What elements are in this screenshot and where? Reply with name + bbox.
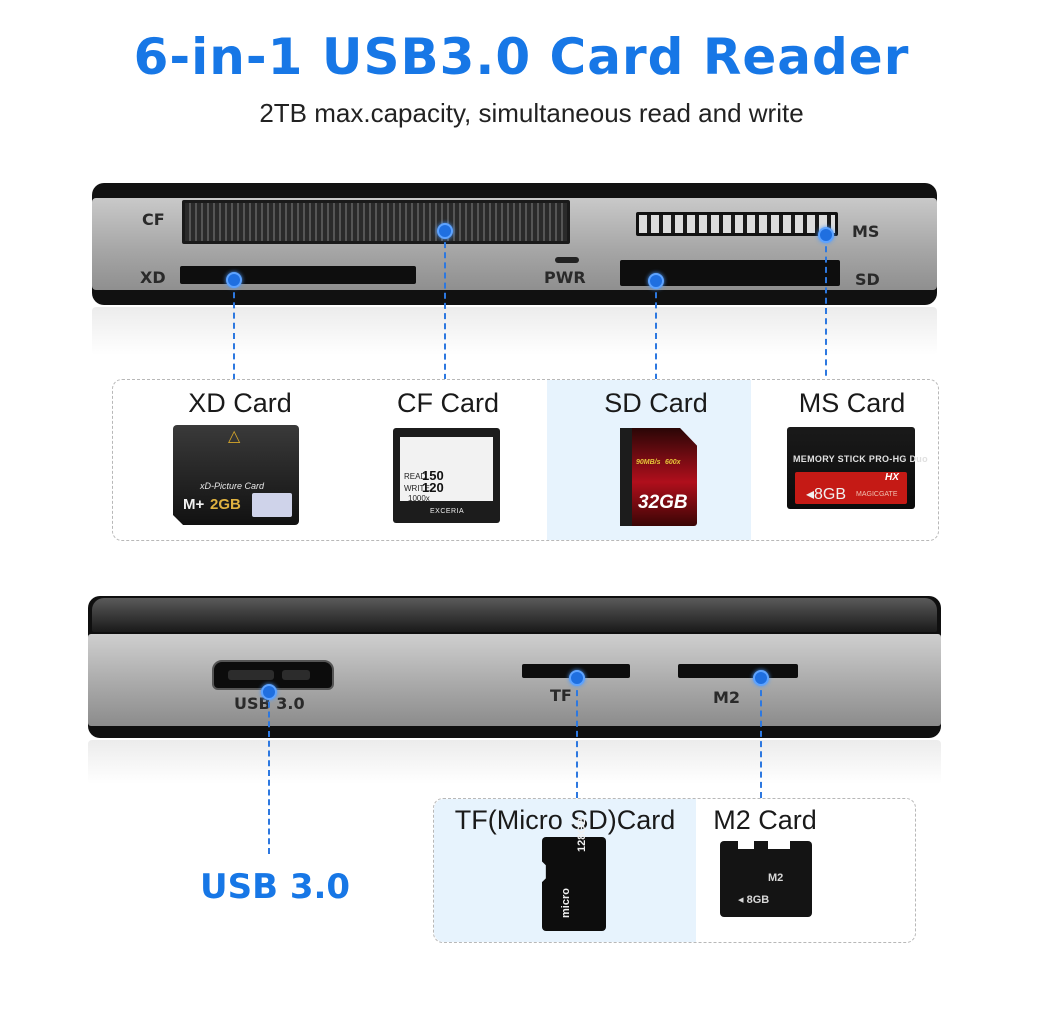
power-led bbox=[555, 257, 579, 263]
tf-callout-dot bbox=[569, 670, 585, 686]
ms-card-hx: HX bbox=[885, 472, 899, 483]
usb-callout-dot bbox=[261, 684, 277, 700]
xd-port-label: XD bbox=[140, 268, 166, 287]
xd-card-prefix: M+ bbox=[183, 496, 205, 513]
ms-port-label: MS bbox=[852, 222, 880, 241]
cf-read-tag: READ bbox=[404, 472, 427, 481]
ms-card-capacity-text: 8GB bbox=[814, 486, 847, 503]
page-subtitle: 2TB max.capacity, simultaneous read and … bbox=[259, 98, 804, 128]
cf-port-label: CF bbox=[142, 210, 165, 229]
cf-callout-dot bbox=[437, 223, 453, 239]
sd-callout-dot bbox=[648, 273, 664, 289]
sd-card-title: SD Card bbox=[604, 388, 708, 418]
sd-card-side-band bbox=[620, 428, 632, 526]
usb-callout-label: USB 3.0 bbox=[200, 867, 351, 907]
m2-card-capacity-text: 8GB bbox=[746, 894, 770, 906]
tf-card-title: TF(Micro SD)Card bbox=[454, 805, 676, 835]
ms-card-red-band bbox=[795, 472, 907, 504]
cf-card-label bbox=[400, 437, 493, 501]
usb-callout-line bbox=[268, 692, 270, 854]
device-bottom-reflection bbox=[88, 740, 941, 784]
xd-card-brand: xD-Picture Card bbox=[200, 481, 265, 491]
ms-card-capacity: ◂8GB bbox=[806, 486, 847, 503]
xd-slot bbox=[180, 266, 416, 284]
xd-callout-dot bbox=[226, 272, 242, 288]
tf-card-image bbox=[542, 837, 606, 931]
sd-port-label: SD bbox=[855, 270, 880, 289]
m2-card-label: M2 bbox=[768, 872, 784, 884]
xd-card-capacity: 2GB bbox=[210, 496, 241, 513]
m2-callout-line bbox=[760, 680, 762, 798]
usb3-port-inner-left bbox=[228, 670, 274, 680]
warning-triangle-icon: △ bbox=[228, 428, 241, 445]
xd-card-label-area bbox=[252, 493, 292, 517]
m2-card-capacity: ◂ 8GB bbox=[738, 894, 770, 906]
ms-callout-dot bbox=[818, 227, 834, 243]
m2-card-title: M2 Card bbox=[713, 805, 817, 835]
m2-card-notch-right bbox=[768, 841, 790, 849]
cf-card-title: CF Card bbox=[396, 388, 499, 418]
m2-port-label: M2 bbox=[713, 688, 741, 707]
ms-card-magicgate: MAGICGATE bbox=[856, 491, 898, 498]
tf-card-brand: micro bbox=[560, 888, 572, 918]
sd-card-image bbox=[620, 428, 697, 526]
m2-card-notch-left bbox=[738, 841, 754, 849]
device-reflection bbox=[92, 307, 937, 355]
cf-card-brand: EXCERIA bbox=[430, 508, 465, 515]
ms-card-brand: MEMORY STICK PRO-HG Duo bbox=[793, 454, 928, 464]
cf-write-tag: WRITE bbox=[404, 484, 430, 493]
pwr-port-label: PWR bbox=[544, 268, 586, 287]
sd-card-rating: 600x bbox=[665, 459, 681, 466]
ms-callout-line bbox=[825, 236, 827, 386]
tf-callout-line bbox=[576, 680, 578, 798]
xd-callout-line bbox=[233, 282, 235, 390]
page-title: 6-in-1 USB3.0 Card Reader bbox=[133, 28, 910, 86]
ms-card-title: MS Card bbox=[798, 388, 906, 418]
sd-card-capacity: 32GB bbox=[638, 492, 688, 513]
m2-slot bbox=[678, 664, 798, 678]
cf-slot bbox=[182, 200, 570, 244]
tf-port-label: TF bbox=[550, 686, 572, 705]
tf-card-capacity: 128GB bbox=[576, 817, 588, 852]
card-reader-bottom-top bbox=[92, 598, 937, 632]
sd-card-speed: 90MB/s bbox=[636, 459, 661, 466]
sd-callout-line bbox=[655, 282, 657, 390]
cf-write-speed: 120 bbox=[422, 480, 444, 495]
m2-card-image bbox=[720, 841, 812, 917]
cf-callout-line bbox=[444, 232, 446, 390]
cf-speed-rating: 1000x bbox=[408, 494, 430, 503]
ms-slot bbox=[636, 212, 838, 236]
m2-callout-dot bbox=[753, 670, 769, 686]
xd-card-title: XD Card bbox=[188, 388, 292, 418]
usb3-port-inner-right bbox=[282, 670, 310, 680]
cf-read-speed: 150 bbox=[422, 468, 444, 483]
